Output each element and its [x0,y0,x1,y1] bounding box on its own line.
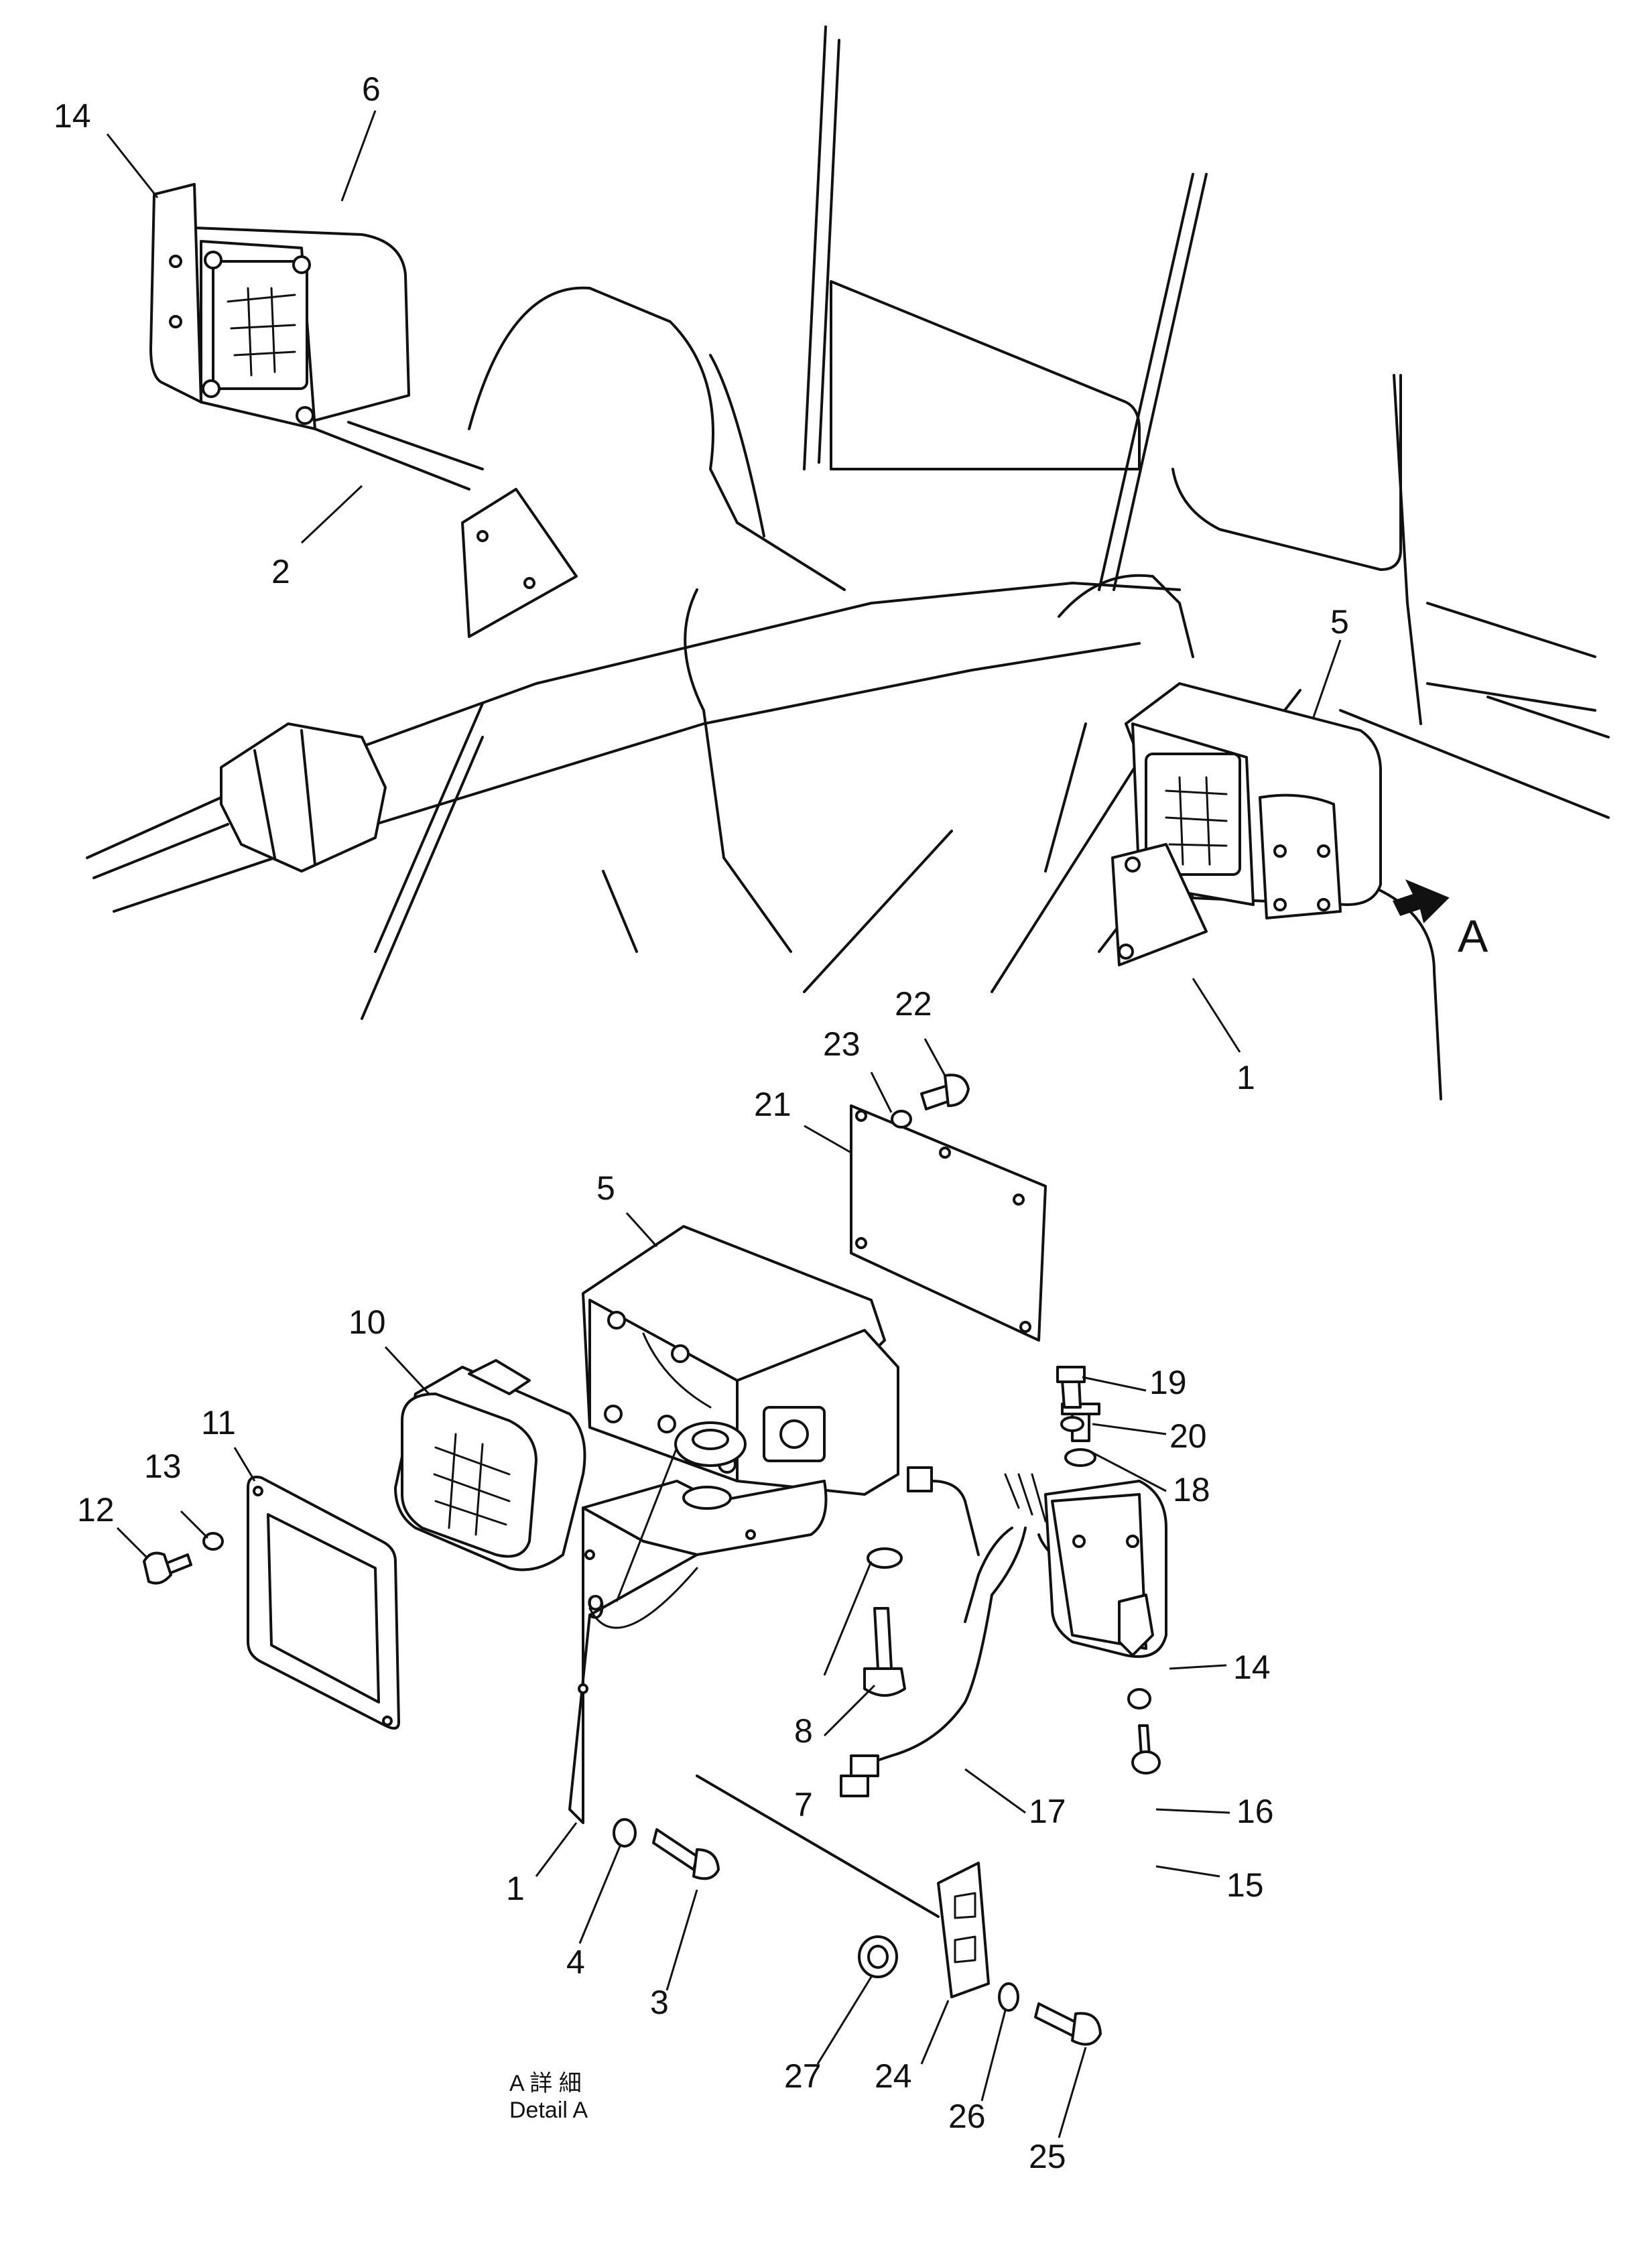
callout-6: 6 [362,70,381,108]
callout-15: 15 [1226,1866,1264,1904]
view-marker-letter: A [1458,911,1488,962]
view-arrow-icon [1392,879,1450,923]
lamp-unit-10 [394,1359,586,1571]
bolt-25-washer-26 [998,1982,1102,2046]
plate-24 [937,1862,990,1998]
callout-12: 12 [77,1491,115,1529]
callout-5-top: 5 [1330,603,1349,641]
machine-frame-lines [86,25,1610,1100]
callout-14: 14 [1233,1649,1271,1686]
lamp-housing-5 [582,1225,899,1496]
callout-18: 18 [1173,1471,1210,1508]
bolt-12-washer-13 [143,1532,224,1585]
callout-16: 16 [1236,1793,1274,1830]
callout-21: 21 [754,1086,791,1123]
detail-caption: A 詳 細 Detail A [509,2071,588,2123]
bracket-1 [568,1480,828,1824]
callout-25: 25 [1029,2138,1066,2175]
callout-3: 3 [650,1984,669,2021]
leader-lines [106,110,1342,2138]
callout-1-top: 1 [1236,1059,1255,1096]
side-lamp-14 [1044,1480,1167,1658]
callout-24: 24 [875,2057,912,2095]
callout-14-top: 14 [54,97,91,135]
gasket-11 [247,1476,400,1730]
cover-plate-21 [850,1104,1047,1342]
callout-8: 8 [794,1712,813,1750]
work-lamp-right [1111,682,1450,966]
callout-9: 9 [586,1588,605,1626]
callout-2: 2 [271,553,290,590]
callout-5: 5 [596,1169,615,1207]
callout-22: 22 [895,985,932,1023]
callout-19: 19 [1149,1364,1187,1401]
caption-line-english: Detail A [509,2098,588,2123]
callout-1: 1 [506,1870,525,1907]
screw-22-washer-23 [891,1074,970,1129]
caption-line-japanese: A 詳 細 [509,2071,582,2096]
callout-13: 13 [144,1447,182,1485]
bolt-3-washer-4 [613,1818,720,1880]
callout-27: 27 [784,2057,822,2095]
callout-26: 26 [948,2098,986,2135]
screw-15-washer-16 [1127,1688,1161,1775]
callout-numbers: 14 6 2 5 1 22 23 21 5 10 11 13 12 9 19 2… [54,70,1488,2175]
callout-4: 4 [566,1943,585,1981]
callout-17: 17 [1029,1793,1066,1830]
callout-23: 23 [823,1025,861,1063]
callout-20: 20 [1169,1417,1207,1455]
callout-7: 7 [794,1786,813,1823]
bolt-19-washer-20 [1056,1366,1086,1432]
bolt-7-washer-8 [863,1547,906,1697]
grommet-9 [674,1421,747,1467]
grommet-27 [696,1775,940,1978]
callout-11: 11 [201,1404,236,1441]
work-lamp-left [149,183,578,638]
callout-10: 10 [348,1303,386,1341]
